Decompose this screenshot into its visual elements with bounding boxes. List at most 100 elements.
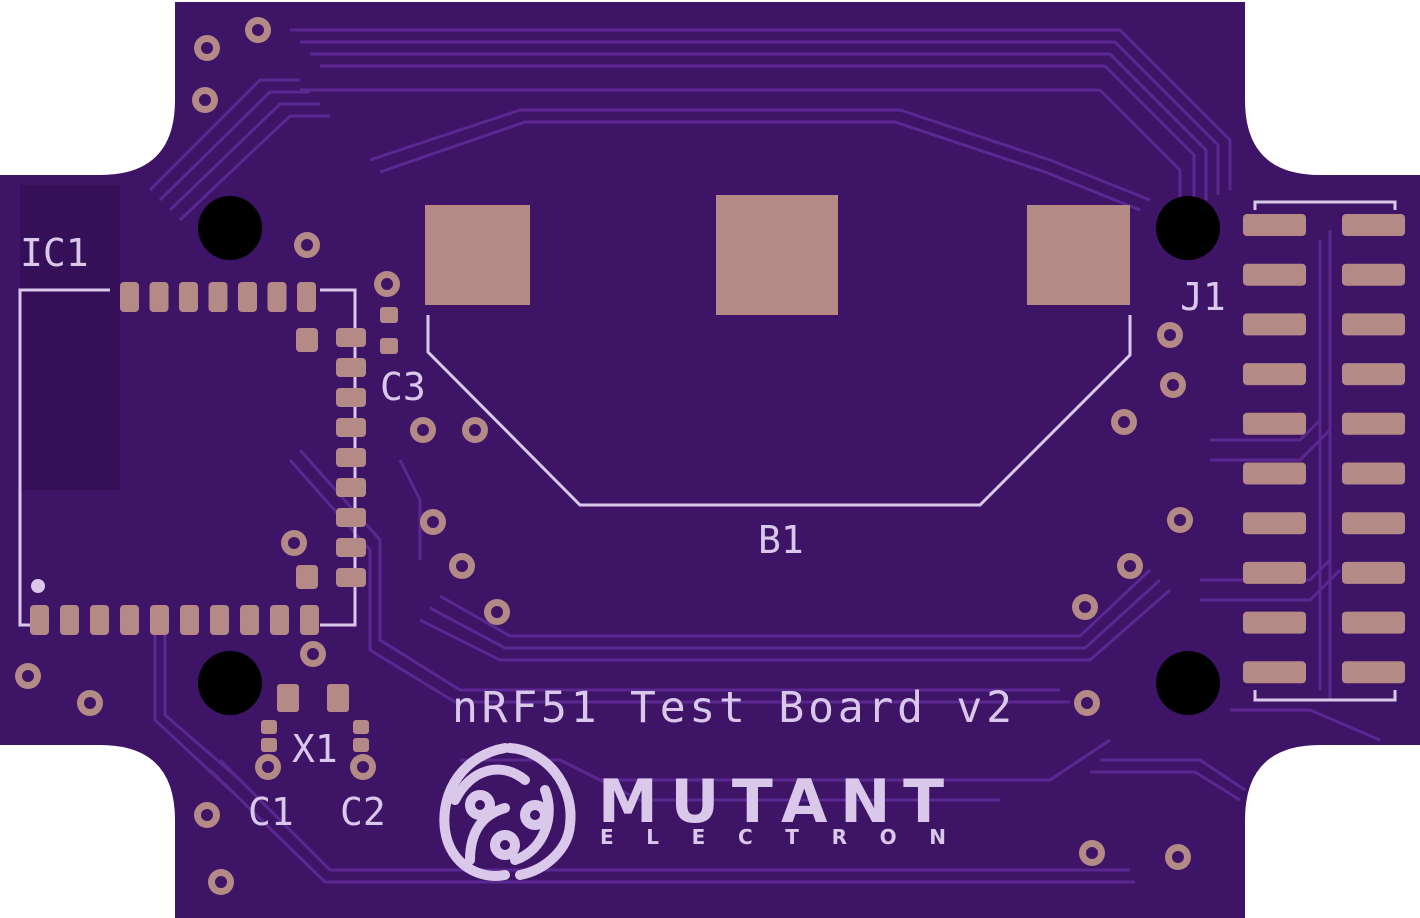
via-drill — [456, 560, 468, 572]
j1-pads — [1243, 214, 1405, 684]
board-title: nRF51 Test Board v2 — [452, 683, 1012, 733]
c1-label: C1 — [248, 790, 294, 834]
j1-label: J1 — [1180, 275, 1226, 319]
c3-pad — [380, 338, 398, 354]
mounting-hole — [1156, 196, 1220, 260]
via-drill — [252, 24, 264, 36]
mounting-hole — [198, 196, 262, 260]
mounting-holes — [198, 196, 1220, 715]
via-drill — [201, 809, 213, 821]
ic1-side-pad — [296, 328, 318, 352]
b1-pad-center — [716, 195, 838, 315]
via-drill — [1079, 601, 1091, 613]
j1-pad — [1243, 214, 1306, 236]
ic1-pad — [336, 358, 366, 377]
j1-pad — [1342, 561, 1405, 584]
j1-pad — [1243, 512, 1306, 535]
via-drill — [417, 424, 429, 436]
ic1-pad — [149, 282, 169, 312]
via-drill — [201, 42, 213, 54]
ic1-pad — [336, 538, 366, 557]
ic1-pad — [90, 605, 109, 635]
b1-silkscreen — [426, 315, 1132, 507]
via-drill — [1167, 379, 1179, 391]
via-drill — [427, 516, 439, 528]
x1-pad — [327, 684, 349, 712]
j1-pad — [1342, 462, 1405, 485]
b1-label: B1 — [758, 518, 804, 562]
ic1-pad — [179, 282, 198, 312]
ic1-pad — [300, 605, 319, 635]
j1-silkscreen — [1253, 200, 1397, 702]
via-drill — [1172, 851, 1184, 863]
via-drill — [301, 239, 313, 251]
via-drill — [84, 697, 96, 709]
ic1-pad — [120, 605, 139, 635]
b1-pad-right — [1027, 205, 1130, 305]
ic1-pad — [336, 418, 366, 437]
ic1-pad — [30, 605, 49, 635]
ic1-pad — [336, 328, 366, 347]
ic1-label: IC1 — [20, 231, 89, 275]
mounting-hole — [198, 651, 262, 715]
ic1-pad — [150, 605, 169, 635]
j1-pad — [1342, 512, 1405, 535]
x1-label: X1 — [292, 727, 338, 771]
x1-pad — [277, 684, 299, 712]
ic1-pad — [180, 605, 199, 635]
via-drill — [357, 761, 369, 773]
c2-pad — [353, 720, 369, 734]
via-drill — [307, 648, 319, 660]
j1-pad — [1243, 611, 1306, 634]
mounting-hole — [1156, 651, 1220, 715]
ic1-pad — [210, 605, 229, 635]
j1-pad — [1243, 313, 1306, 336]
j1-pad — [1243, 363, 1306, 386]
j1-pad — [1243, 412, 1306, 435]
ic1-pad — [336, 478, 366, 497]
ic1-pad — [336, 508, 366, 527]
via-drill — [1118, 416, 1130, 428]
ic1-pads — [30, 282, 366, 635]
j1-pad — [1243, 661, 1306, 684]
ic1-pad — [336, 568, 366, 587]
ic1-pad — [336, 388, 366, 407]
c1-pad — [261, 720, 277, 734]
via-drill — [288, 537, 300, 549]
c2-pad — [353, 738, 369, 752]
b1-pad-left — [425, 205, 530, 305]
ic1-pad — [240, 605, 259, 635]
j1-pad — [1243, 561, 1306, 584]
ic1-pad — [208, 282, 228, 312]
ic1-pin1-marker — [31, 579, 45, 593]
antenna-keepout — [20, 185, 120, 490]
c3-pad — [380, 307, 398, 323]
j1-pad — [1342, 661, 1405, 684]
ic1-pad — [60, 605, 79, 635]
via-drill — [22, 670, 34, 682]
vias — [15, 17, 1193, 895]
via-drill — [1124, 560, 1136, 572]
c2-label: C2 — [340, 790, 386, 834]
ic1-side-pad — [296, 565, 318, 589]
via-drill — [1086, 847, 1098, 859]
ic1-pad — [238, 282, 257, 312]
via-drill — [381, 278, 393, 290]
j1-pad — [1342, 611, 1405, 634]
trace-layer — [148, 28, 1381, 884]
via-drill — [491, 606, 503, 618]
ic1-pad — [297, 282, 316, 312]
via-drill — [469, 424, 481, 436]
via-drill — [1164, 329, 1176, 341]
via-drill — [1174, 514, 1186, 526]
triskelion-logo-icon — [439, 743, 576, 881]
j1-pad — [1342, 412, 1405, 435]
j1-pad — [1342, 214, 1405, 236]
ic1-pad — [336, 448, 366, 467]
j1-pad — [1342, 313, 1405, 336]
j1-pad — [1342, 363, 1405, 386]
j1-pad — [1243, 263, 1306, 286]
c3-label: C3 — [380, 365, 426, 409]
ic1-pad — [270, 605, 289, 635]
